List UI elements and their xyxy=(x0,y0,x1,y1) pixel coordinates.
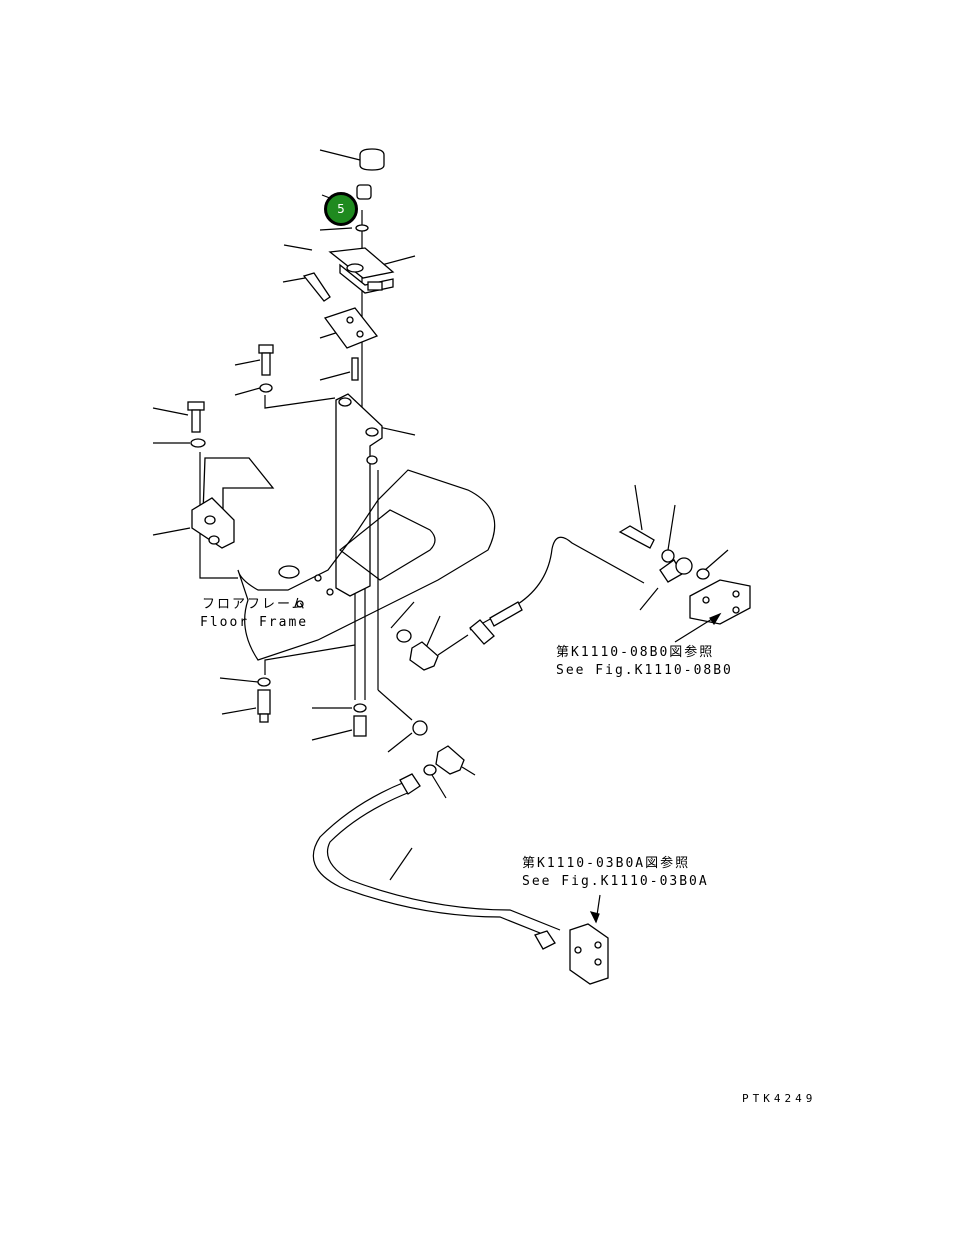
floor-frame-plate xyxy=(237,469,496,661)
washer-top xyxy=(355,224,369,232)
leader-lines xyxy=(152,149,729,881)
bolt-mid xyxy=(258,344,274,376)
ref-1-label-jp: 第K1110-08B0図参照 xyxy=(556,645,715,660)
connector-a xyxy=(257,689,271,723)
hose-lower xyxy=(312,773,561,950)
pin-bolt xyxy=(302,272,331,302)
elbow-fitting-a xyxy=(409,641,439,671)
o-ring-a xyxy=(257,677,271,687)
callout-5-label: 5 xyxy=(337,202,345,216)
knob-cap xyxy=(359,148,385,171)
o-ring-d xyxy=(423,764,437,776)
washer-right-a xyxy=(661,549,675,563)
valve-block-right xyxy=(689,579,751,625)
lever-plate xyxy=(323,307,379,349)
o-ring-b xyxy=(353,703,367,713)
drawing-number: PTK4249 xyxy=(742,1092,817,1105)
knob-pin xyxy=(356,184,372,200)
ref-2-label-jp: 第K1110-03B0A図参照 xyxy=(522,856,691,871)
floor-frame-label-jp: フロアフレーム xyxy=(202,597,307,612)
stand-bracket xyxy=(335,393,383,597)
washer-right-b xyxy=(696,568,710,580)
o-ring-c xyxy=(396,629,412,643)
floor-frame-label-en: Floor Frame xyxy=(200,615,309,630)
hose-upper xyxy=(437,536,693,656)
mounting-bracket xyxy=(191,457,275,549)
connector-b xyxy=(353,715,367,737)
lever-bracket-upper xyxy=(328,247,395,294)
plug xyxy=(412,720,428,736)
ref-arrow-2 xyxy=(589,894,601,924)
washer-mid xyxy=(259,383,273,393)
spring-pin xyxy=(351,357,359,381)
bolt-left xyxy=(187,401,205,433)
bolt-right xyxy=(618,525,655,549)
washer-left xyxy=(190,438,206,448)
ref-2-label-en: See Fig.K1110-03B0A xyxy=(522,874,709,889)
callout-5-button[interactable]: 5 xyxy=(324,192,358,226)
ref-arrow-1 xyxy=(674,612,722,643)
elbow-fitting-b xyxy=(435,745,465,775)
valve-block-lower xyxy=(569,923,609,985)
ref-1-label-en: See Fig.K1110-08B0 xyxy=(556,663,733,678)
